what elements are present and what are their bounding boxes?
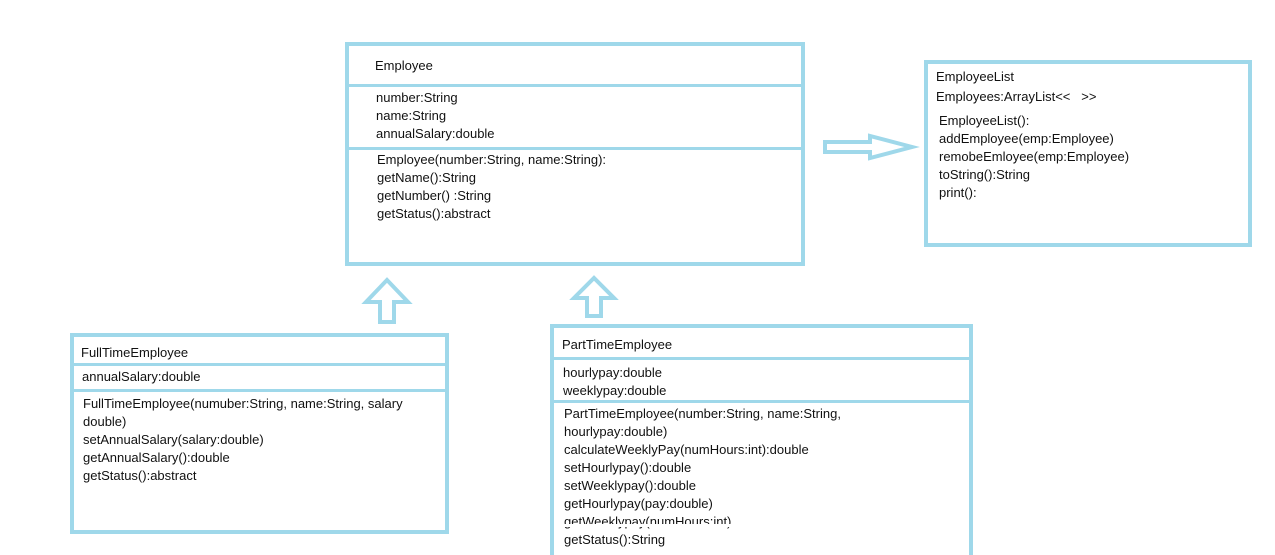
class-employee-method: getName():String (377, 170, 476, 185)
class-part-time-employee: PartTimeEmployee hourlypay:double weekly… (550, 324, 973, 555)
class-part-time-employee-divider-2 (554, 400, 969, 403)
class-full-time-employee-divider-2 (74, 389, 445, 392)
class-employee-attribute: name:String (376, 108, 447, 123)
class-part-time-employee-method: getHourlypay(pay:double) (564, 496, 713, 511)
class-full-time-employee-divider-1 (74, 363, 445, 366)
class-employee-list-method: remobeEmloyee(emp:Employee) (939, 149, 1130, 164)
class-part-time-employee-name: PartTimeEmployee (562, 337, 673, 352)
class-part-time-employee-methods: PartTimeEmployee(number:String, name:Str… (554, 405, 969, 549)
class-employee-name: Employee (375, 58, 433, 73)
class-employee-list-name: EmployeeList (936, 69, 1015, 84)
class-part-time-employee-gap (554, 524, 969, 527)
association-arrow-icon (823, 133, 920, 161)
class-full-time-employee-method: getStatus():abstract (83, 468, 197, 483)
class-part-time-employee-attribute: weeklypay:double (563, 383, 667, 398)
class-part-time-employee-divider-1 (554, 357, 969, 360)
class-employee-method: Employee(number:String, name:String): (377, 152, 607, 167)
class-employee-list-method: print(): (939, 185, 977, 200)
class-full-time-employee-methods: FullTimeEmployee(numuber:String, name:St… (74, 395, 445, 485)
inheritance-arrow-part-time-icon (569, 275, 619, 318)
class-employee: Employee number:String name:String annua… (345, 42, 805, 266)
class-part-time-employee-method: setWeeklypay():double (564, 478, 696, 493)
class-employee-list-method: EmployeeList(): (939, 113, 1030, 128)
class-full-time-employee-attributes: annualSalary:double (74, 368, 445, 386)
class-full-time-employee: FullTimeEmployee annualSalary:double Ful… (70, 333, 449, 534)
class-employee-method: getNumber() :String (377, 188, 492, 203)
class-full-time-employee-name: FullTimeEmployee (81, 345, 189, 360)
class-employee-name-section: Employee (349, 46, 801, 84)
class-part-time-employee-method: getWeeklypay(numHours:int) (564, 514, 732, 529)
class-employee-methods: Employee(number:String, name:String): ge… (349, 151, 801, 223)
class-employee-list: EmployeeList Employees:ArrayList<< >> Em… (924, 60, 1252, 247)
class-part-time-employee-name-section: PartTimeEmployee (554, 336, 969, 354)
class-employee-attribute: number:String (376, 90, 458, 105)
class-full-time-employee-name-section: FullTimeEmployee (74, 344, 445, 362)
class-part-time-employee-method: PartTimeEmployee(number:String, name:Str… (564, 406, 841, 439)
inheritance-arrow-full-time-icon (361, 277, 413, 324)
class-employee-attributes: number:String name:String annualSalary:d… (349, 89, 801, 143)
class-part-time-employee-attributes: hourlypay:double weeklypay:double (554, 364, 969, 400)
class-employee-list-attribute: Employees:ArrayList<< >> (936, 89, 1097, 104)
class-full-time-employee-method: FullTimeEmployee(numuber:String, name:St… (83, 396, 403, 429)
class-full-time-employee-method: getAnnualSalary():double (83, 450, 230, 465)
class-part-time-employee-method: calculateWeeklyPay(numHours:int):double (564, 442, 809, 457)
class-employee-list-methods: EmployeeList(): addEmployee(emp:Employee… (928, 112, 1248, 202)
class-full-time-employee-method: setAnnualSalary(salary:double) (83, 432, 264, 447)
class-employee-list-method: toString():String (939, 167, 1031, 182)
class-part-time-employee-method: setHourlypay():double (564, 460, 692, 475)
class-employee-method: getStatus():abstract (377, 206, 491, 221)
class-part-time-employee-method: getStatus():String (564, 532, 666, 547)
class-employee-attribute: annualSalary:double (376, 126, 495, 141)
class-employee-list-header: EmployeeList Employees:ArrayList<< >> (928, 68, 1248, 106)
class-part-time-employee-attribute: hourlypay:double (563, 365, 663, 380)
class-employee-divider-2 (349, 147, 801, 150)
class-employee-list-method: addEmployee(emp:Employee) (939, 131, 1114, 146)
class-employee-divider-1 (349, 84, 801, 87)
class-full-time-employee-attribute: annualSalary:double (82, 369, 201, 384)
